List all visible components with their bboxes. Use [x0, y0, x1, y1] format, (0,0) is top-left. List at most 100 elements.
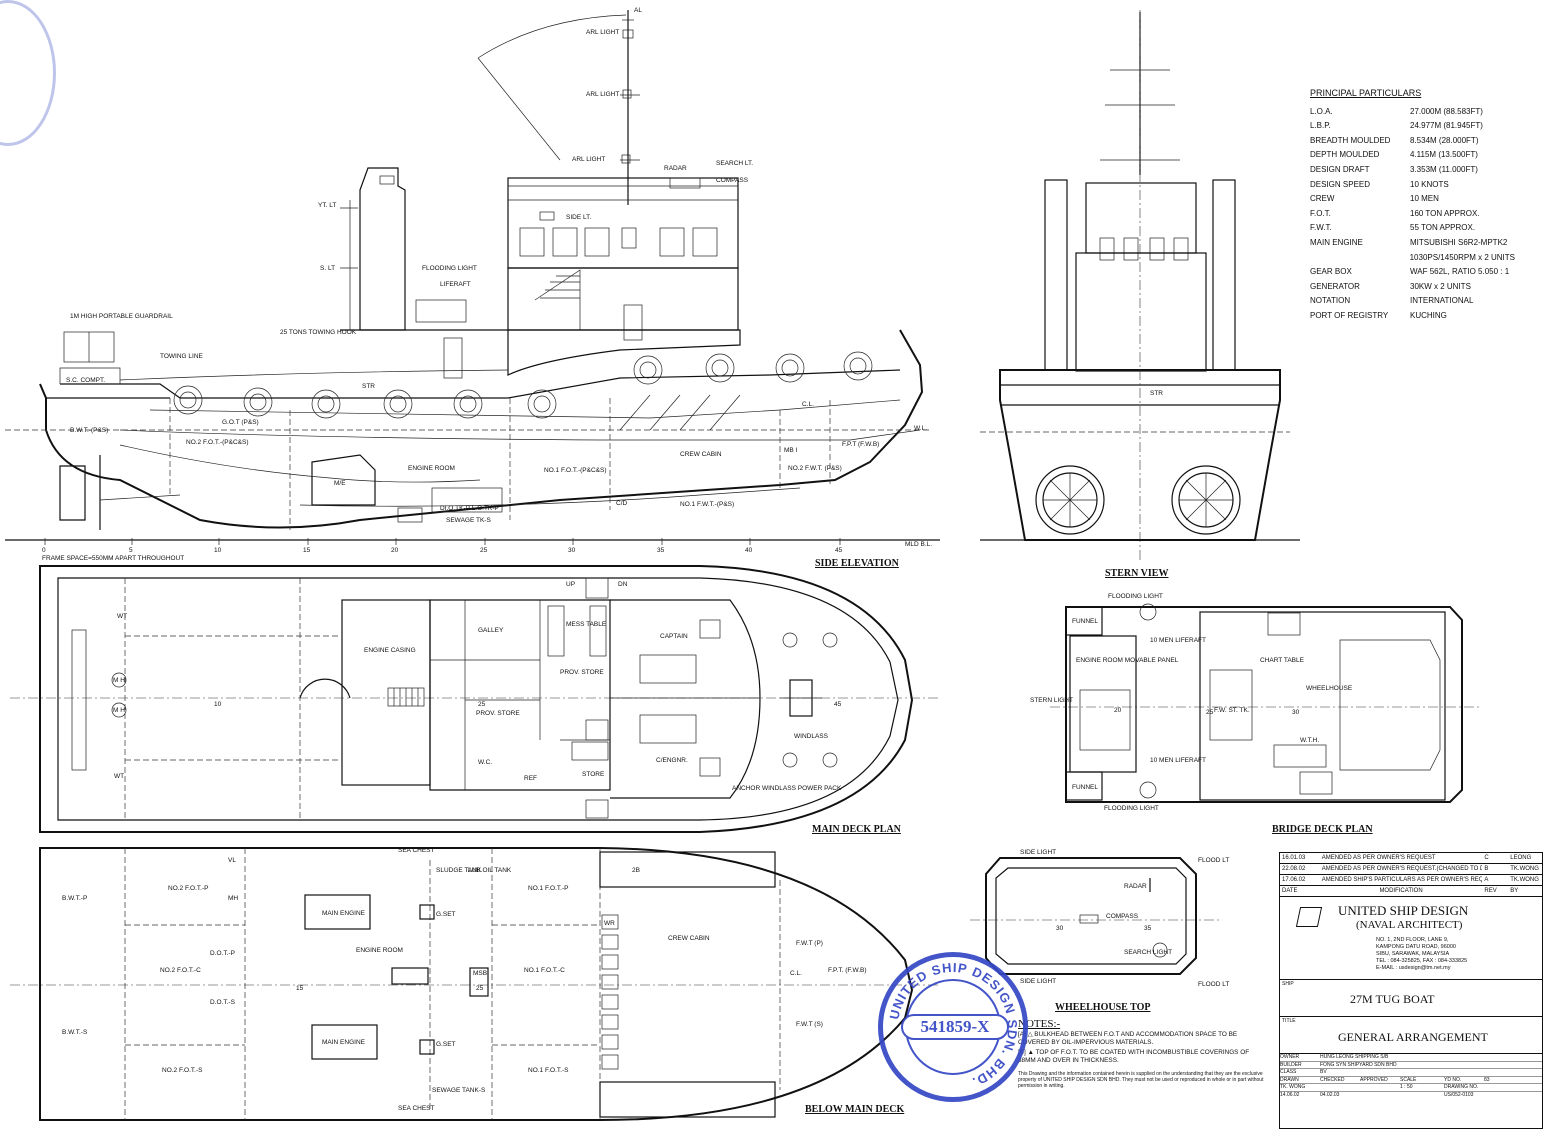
- drawing-no-label: DRAWING NO.: [1444, 1084, 1479, 1090]
- bd-fw-st-tk: F.W. ST. TK.: [1214, 707, 1250, 714]
- label-towing-line: TOWING LINE: [160, 353, 204, 360]
- notes-block: NOTES:- [A] △ BULKHEAD BETWEEN F.O.T AND…: [1018, 1018, 1268, 1090]
- md-wc: W.C.: [478, 759, 492, 766]
- particular-value: 55 TON APPROX.: [1410, 223, 1476, 233]
- label-al: AL: [634, 7, 642, 14]
- bm-2b: 2B: [632, 867, 640, 874]
- revision-rev: B: [1484, 866, 1489, 872]
- md-wt-1: WT: [117, 613, 127, 620]
- label-bwt: B.W.T.-(P&S): [70, 427, 108, 434]
- revision-row: 22.08.02 AMENDED AS PER OWNER'S REQUEST.(…: [1280, 864, 1542, 875]
- bd-liferaft-2: 10 MEN LIFERAFT: [1150, 757, 1206, 764]
- frame-space-note: FRAME SPACE=550MM APART THROUGHOUT: [42, 555, 184, 562]
- drawing-title: GENERAL ARRANGEMENT: [1338, 1030, 1488, 1044]
- particular-value: KUCHING: [1410, 310, 1447, 320]
- title-stern-view: STERN VIEW: [1105, 568, 1168, 579]
- frame-45: 45: [835, 547, 843, 554]
- drawing-no-value: US/052-0103: [1444, 1091, 1474, 1098]
- frame-0: 0: [42, 547, 46, 554]
- md-anchor-windlass: ANCHOR WINDLASS POWER PACK: [732, 785, 842, 792]
- bm-fot1-p: NO.1 F.O.T.-P: [528, 885, 568, 892]
- md-mess-table: MESS TABLE: [566, 621, 607, 628]
- md-windlass: WINDLASS: [794, 733, 829, 740]
- label-crew-cabin: CREW CABIN: [680, 451, 722, 458]
- ship-label: SHIP: [1282, 981, 1294, 987]
- revision-mod: AMENDED AS PER OWNER'S REQUEST.(CHANGED …: [1321, 866, 1483, 872]
- class-value: BV: [1320, 1069, 1327, 1075]
- particular-row: F.O.T.160 TON APPROX.: [1310, 207, 1515, 222]
- label-mb: MB I: [784, 447, 798, 454]
- label-arl-light-2: ARL LIGHT: [586, 91, 619, 98]
- label-side-lt: SIDE LT.: [566, 214, 591, 221]
- bm-dot-p: D.O.T.-P: [210, 950, 235, 957]
- particular-value: 27.000M (88.583FT): [1410, 106, 1483, 116]
- md-up: UP: [566, 581, 575, 588]
- wt-radar: RADAR: [1124, 883, 1147, 890]
- md-c-engnr: C/ENGNR.: [656, 757, 688, 764]
- bm-main-engine-2: MAIN ENGINE: [322, 1039, 366, 1046]
- firm-sub: (NAVAL ARCHITECT): [1356, 919, 1463, 931]
- main-deck-plan: ENGINE CASING GALLEY MESS TABLE PROV. ST…: [10, 565, 940, 835]
- notes-heading: NOTES:-: [1018, 1018, 1061, 1030]
- title-bridge-deck-plan: BRIDGE DECK PLAN: [1272, 824, 1373, 835]
- md-ref: REF: [524, 775, 537, 782]
- ship-row: SHIP 27M TUG BOAT: [1280, 980, 1542, 1017]
- particular-key: DESIGN DRAFT: [1310, 164, 1370, 174]
- label-flooding-light: FLOODING LIGHT: [422, 265, 477, 272]
- bm-fot2-c: NO.2 F.O.T.-C: [160, 967, 201, 974]
- particular-value: 3.353M (11.000FT): [1410, 164, 1478, 174]
- label-dlo-tanks: DI.O.TK-P L.O.TK-P: [440, 505, 499, 512]
- owner-label: OWNER: [1280, 1054, 1300, 1060]
- bm-fot2-s: NO.2 F.O.T.-S: [162, 1067, 203, 1074]
- bm-crew-cabin: CREW CABIN: [668, 935, 710, 942]
- particular-value: 10 KNOTS: [1410, 179, 1449, 189]
- bd-liferaft-1: 10 MEN LIFERAFT: [1150, 637, 1206, 644]
- bd-wheelhouse: WHEELHOUSE: [1306, 685, 1353, 692]
- bm-fot2-p: NO.2 F.O.T.-P: [168, 885, 208, 892]
- md-store: STORE: [582, 771, 605, 778]
- firm-address: NO. 1, 2ND FLOOR, LANE 9, KAMPONG DATU R…: [1376, 937, 1467, 972]
- principal-particulars: PRINCIPAL PARTICULARS L.O.A.27.000M (88.…: [1310, 86, 1515, 324]
- revision-date: 22.08.02: [1282, 866, 1306, 872]
- md-frame-10: 10: [214, 701, 222, 708]
- bd-flooding-light-2: FLOODING LIGHT: [1104, 805, 1159, 812]
- particular-row: 1030PS/1450RPM x 2 UNITS: [1310, 251, 1515, 266]
- md-captain: CAPTAIN: [660, 633, 688, 640]
- label-sc-compt: S.C. COMPT.: [66, 377, 105, 384]
- yd-value: 83: [1484, 1076, 1490, 1083]
- bm-fwt-p: F.W.T (P): [796, 940, 823, 947]
- revision-rev: A: [1484, 877, 1489, 883]
- bd-flooding-light-1: FLOODING LIGHT: [1108, 593, 1163, 600]
- label-yt-lt: YT. LT: [318, 202, 336, 209]
- particular-key: F.O.T.: [1310, 208, 1331, 218]
- title-below-main-deck: BELOW MAIN DECK: [805, 1104, 904, 1115]
- approved-label: APPROVED: [1360, 1076, 1388, 1083]
- label-fwt2: NO.2 F.W.T. (P&S): [788, 465, 842, 472]
- particular-value: 30KW x 2 UNITS: [1410, 281, 1471, 291]
- bm-fot1-s: NO.1 F.O.T.-S: [528, 1067, 569, 1074]
- revision-by: LEONG: [1510, 855, 1532, 861]
- label-got: G.O.T (P&S): [222, 419, 259, 426]
- md-engine-casing: ENGINE CASING: [364, 647, 416, 654]
- label-compass: COMPASS: [716, 177, 749, 184]
- bm-fot1-c: NO.1 F.O.T.-C: [524, 967, 565, 974]
- particular-key: L.B.P.: [1310, 121, 1331, 131]
- md-mh-2: M H: [113, 707, 125, 714]
- class-label: CLASS: [1280, 1069, 1297, 1075]
- drawn-label: DRAWN: [1280, 1076, 1299, 1083]
- frame-30: 30: [568, 547, 576, 554]
- particular-key: GEAR BOX: [1310, 267, 1352, 277]
- bm-gset-2: G.SET: [436, 1041, 456, 1048]
